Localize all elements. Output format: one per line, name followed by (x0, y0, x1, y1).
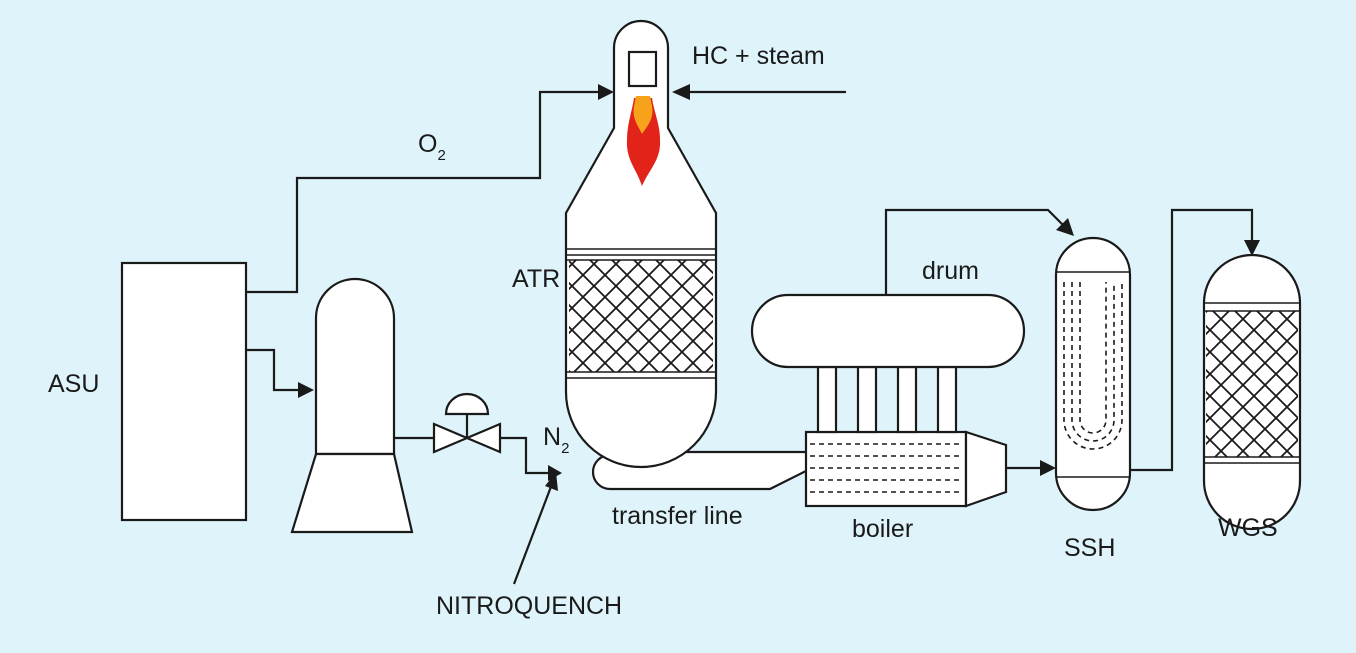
o2-label: O2 (418, 130, 446, 164)
piping (246, 84, 1260, 585)
steam-drum (750, 293, 1026, 369)
nitrogen-column (290, 277, 414, 534)
nitroquench-arrowhead (545, 472, 558, 491)
transfer-line-label: transfer line (612, 502, 743, 530)
labels: ASU ATR HC + steam O2 N2 transfer line b… (48, 42, 1278, 620)
ssh-to-wgs-line (1130, 208, 1254, 472)
boiler-shell (804, 430, 968, 508)
n2-label: N2 (543, 423, 569, 457)
hc-steam-label: HC + steam (692, 42, 825, 70)
nitroquench-pointer (512, 483, 554, 585)
nitroquench-label: NITROQUENCH (436, 592, 622, 620)
boiler (804, 430, 1008, 508)
atr-label: ATR (512, 265, 560, 293)
control-valve-icon (432, 392, 502, 454)
asu-box (120, 261, 248, 522)
drum-to-ssh-line (884, 208, 1064, 295)
n2-label-subscript: 2 (561, 440, 569, 457)
o2-line (246, 90, 598, 294)
drum-label: drum (922, 257, 979, 285)
wgs-catalyst-bed (1206, 311, 1298, 457)
flame-icon (626, 96, 661, 186)
risers (816, 365, 958, 434)
o2-label-subscript: 2 (437, 147, 445, 164)
burner-box (627, 50, 658, 88)
atr-catalyst-bed (569, 260, 713, 372)
wgs-label: WGS (1218, 514, 1278, 542)
atr-reactor (564, 19, 810, 491)
boiler-to-ssh-arrowhead (1040, 460, 1056, 476)
hc-steam-arrowhead (672, 84, 690, 100)
drum-to-ssh-arrowhead (1056, 218, 1074, 236)
asu-to-column-line (246, 348, 298, 392)
o2-label-main: O (418, 130, 437, 158)
o2-arrowhead (598, 84, 614, 100)
ssh-vessel (1054, 236, 1132, 512)
n2-arrowhead (548, 465, 562, 481)
ssh-label: SSH (1064, 534, 1115, 562)
atr-vessel (564, 19, 718, 469)
boiler-outlet-cone (964, 430, 1008, 508)
wgs-vessel (1202, 253, 1302, 531)
asu-label: ASU (48, 370, 99, 398)
n2-label-main: N (543, 423, 561, 451)
boiler-label: boiler (852, 515, 913, 543)
asu-to-column-arrowhead (298, 382, 314, 398)
ssh-to-wgs-arrowhead (1244, 240, 1260, 256)
n2-line (394, 436, 548, 475)
